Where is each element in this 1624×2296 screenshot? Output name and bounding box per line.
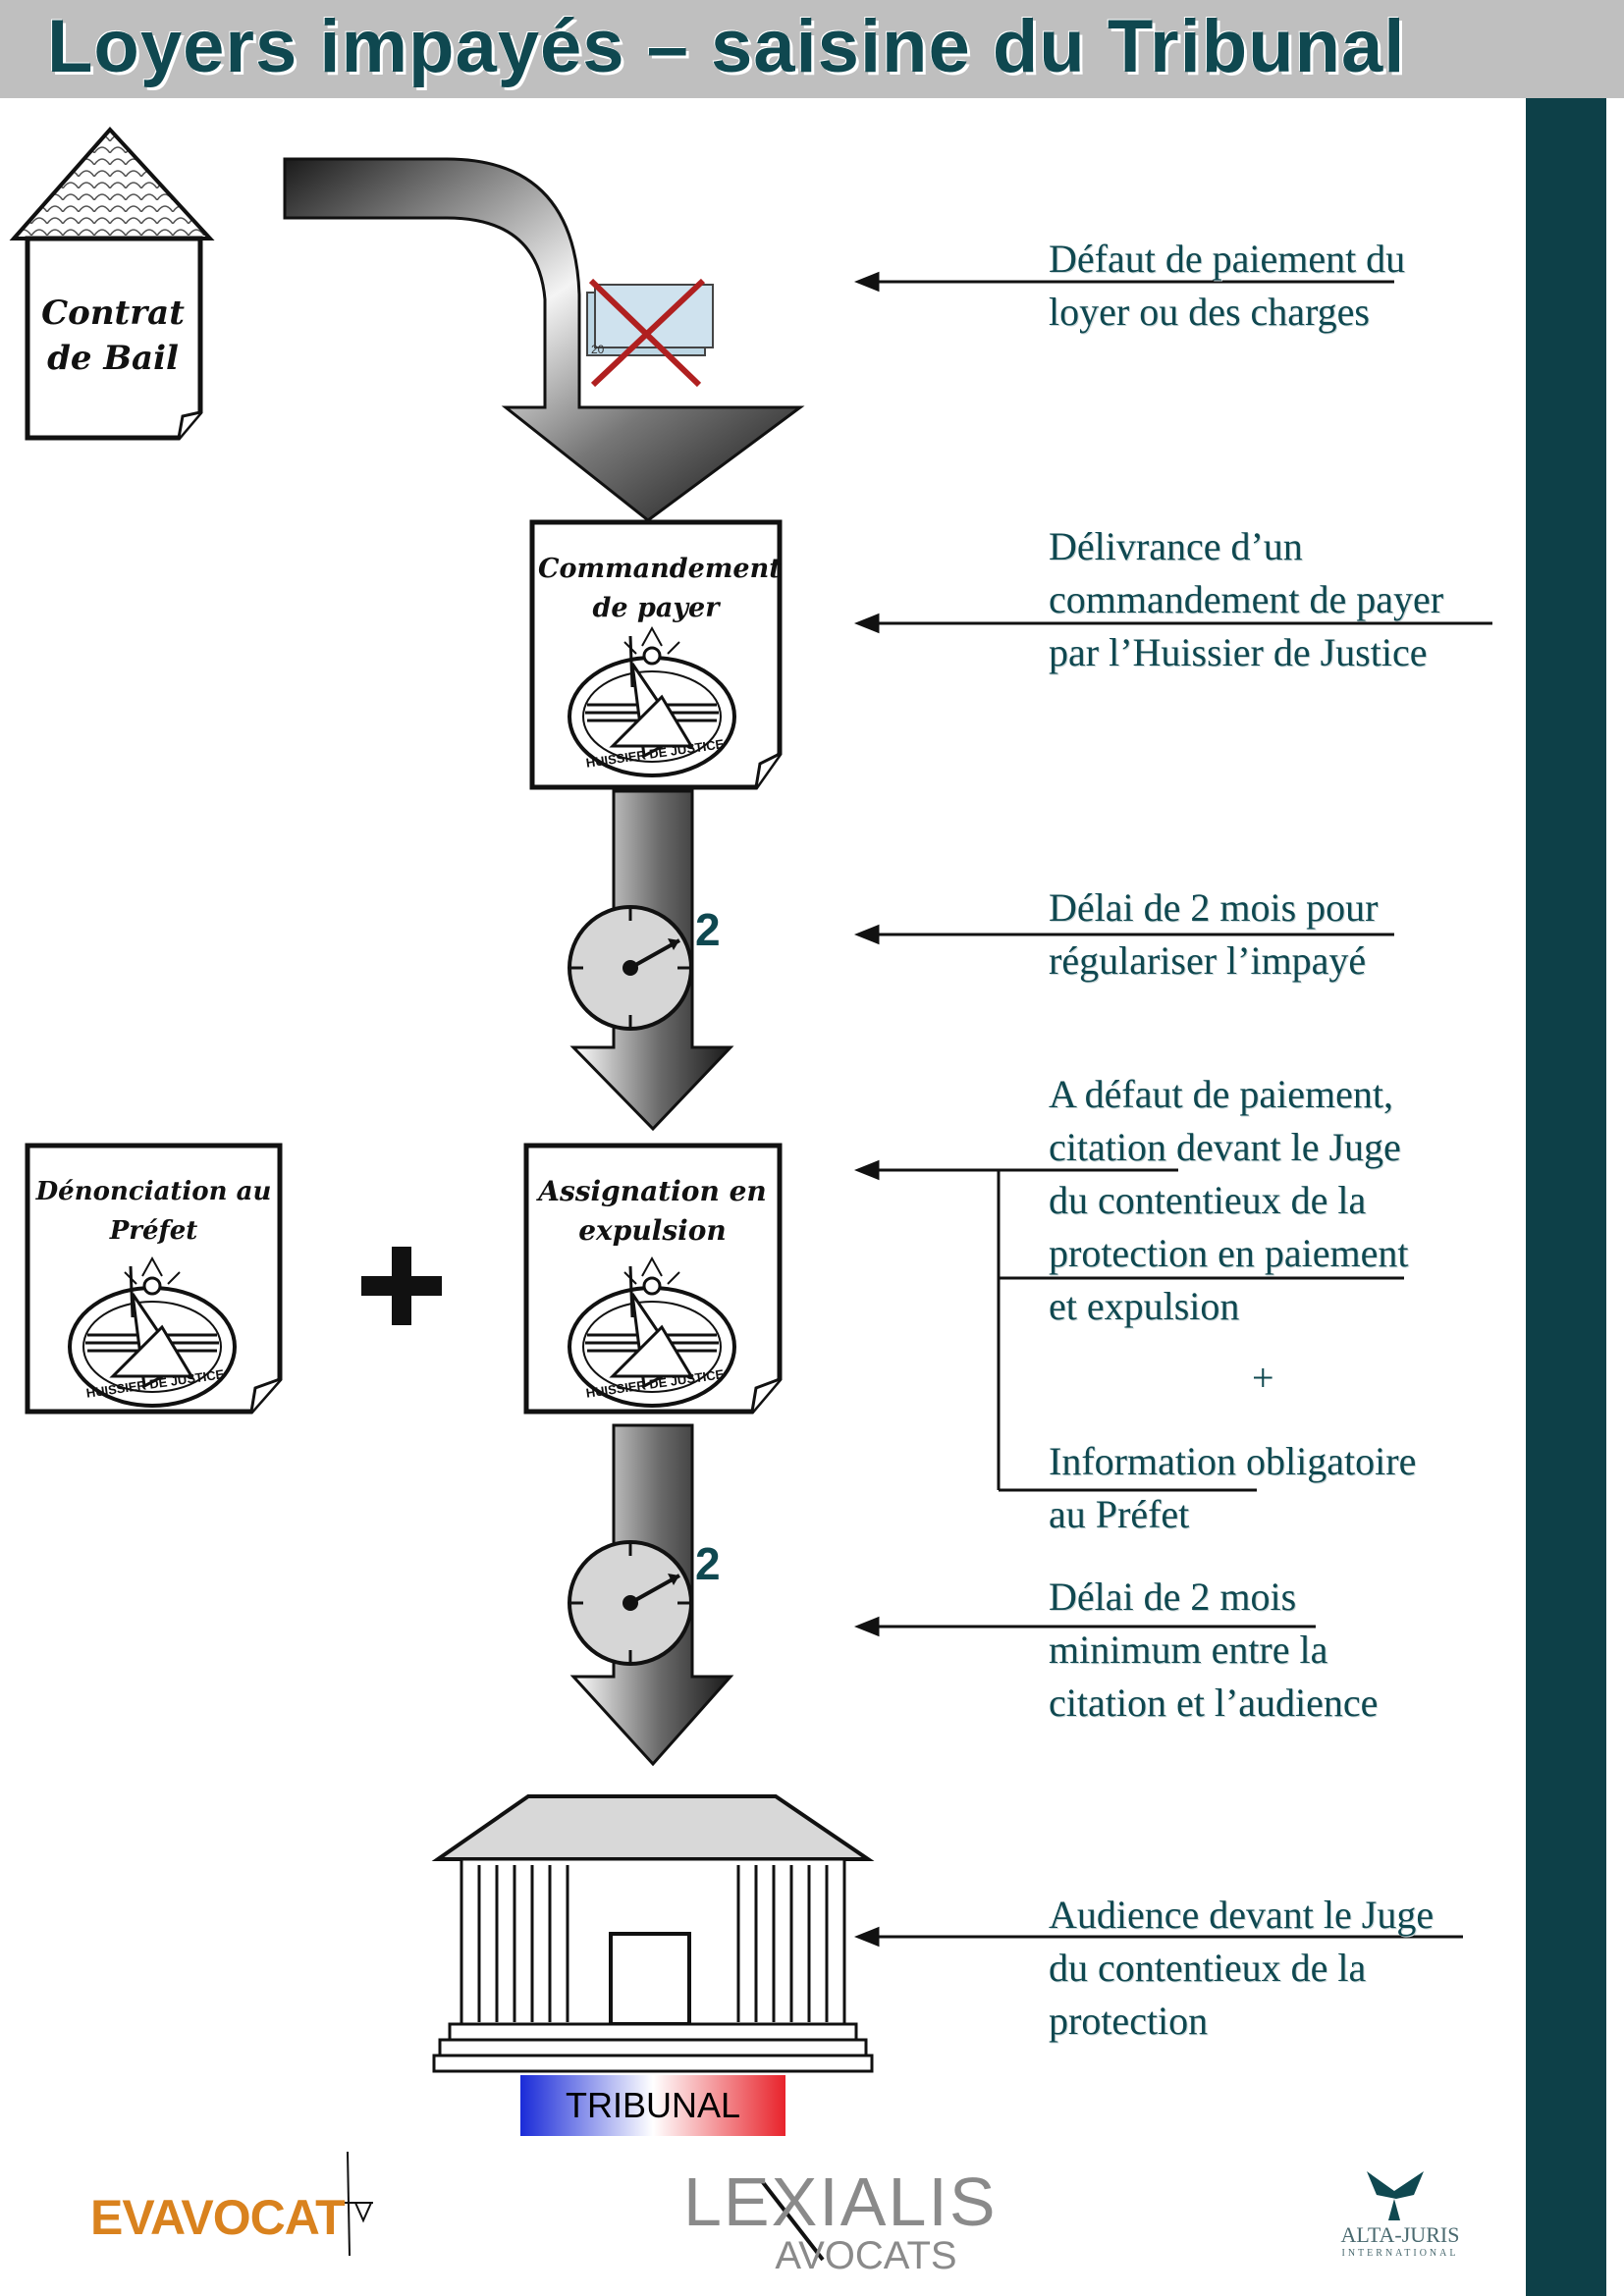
page-title: Loyers impayés – saisine du Tribunal [47, 5, 1406, 88]
timer-number-2: 2 [695, 1538, 721, 1589]
lexialis-logo: LEXIALIS AVOCATS [683, 2163, 998, 2277]
denonciation-label-line-2: Préfet [109, 1216, 198, 1246]
altajuris-logo-bottom: INTERNATIONAL [1341, 2248, 1459, 2259]
timer-icon-2 [568, 1540, 693, 1666]
commandement-label-line-1: Commandement [538, 554, 782, 584]
step-7-text: Audience devant le Juge du contentieux d… [1049, 1889, 1434, 2048]
assignation-doc [523, 1143, 783, 1415]
step-4-line-5: et expulsion [1049, 1284, 1240, 1328]
step-5-text: Information obligatoire au Préfet [1049, 1435, 1416, 1541]
step-4-text: A défaut de paiement, citation devant le… [1049, 1068, 1409, 1333]
altajuris-logo-top: ALTA-JURIS [1340, 2222, 1460, 2247]
evavocat-logo: EVAVOCAT [90, 2190, 346, 2245]
plus-icon [361, 1247, 442, 1325]
commandement-label-line-2: de payer [592, 593, 720, 623]
svg-text:20: 20 [591, 343, 605, 356]
pointer-arrows [853, 271, 1492, 1948]
step-4-line-2: citation devant le Juge [1049, 1125, 1401, 1169]
step-6-line-1: Délai de 2 mois [1049, 1575, 1297, 1619]
lexialis-logo-top: LEXIALIS [683, 2163, 998, 2240]
step-6-line-2: minimum entre la [1049, 1628, 1328, 1672]
altajuris-logo: ALTA-JURIS INTERNATIONAL [1331, 2222, 1469, 2259]
evavocat-scale-icon [324, 2151, 373, 2257]
header-band: Loyers impayés – saisine du Tribunal [0, 0, 1624, 98]
house-contract [9, 127, 215, 441]
curved-arrow [283, 157, 805, 522]
step-7-line-3: protection [1049, 1999, 1209, 2043]
denonciation-label-line-1: Dénonciation au [35, 1177, 272, 1206]
step-5-line-2: au Préfet [1049, 1492, 1190, 1536]
step-2-line-1: Délivrance d’un [1049, 524, 1303, 568]
commandement-label: Commandement de payer [538, 550, 782, 628]
step-4-line-4: protection en paiement [1049, 1231, 1409, 1275]
step-2-line-3: par l’Huissier de Justice [1049, 630, 1428, 674]
commandement-doc [529, 519, 783, 790]
assignation-label-line-2: expulsion [578, 1214, 727, 1247]
altajuris-bird-icon [1367, 2171, 1424, 2220]
step-2-text: Délivrance d’un commandement de payer pa… [1049, 520, 1443, 679]
contrat-label-line-2: de Bail [47, 339, 179, 378]
denonciation-doc [25, 1143, 283, 1415]
tribunal-label: TRIBUNAL [520, 2075, 785, 2136]
lexialis-logo-bottom: AVOCATS [775, 2234, 957, 2277]
step-3-line-1: Délai de 2 mois pour [1049, 885, 1379, 930]
step-1-line-1: Défaut de paiement du [1049, 237, 1406, 281]
step-4-line-3: du contentieux de la [1049, 1178, 1367, 1222]
lexialis-logo-mark [760, 2179, 825, 2262]
side-bar [1526, 98, 1606, 2296]
step-3-line-2: régulariser l’impayé [1049, 938, 1367, 983]
step-6-text: Délai de 2 mois minimum entre la citatio… [1049, 1571, 1378, 1730]
assignation-label-line-1: Assignation en [538, 1175, 767, 1207]
plus-text: + [1252, 1356, 1274, 1400]
timer-number-1: 2 [695, 904, 721, 955]
crossed-banknotes-icon: 20 [586, 278, 714, 388]
denonciation-label: Dénonciation au Préfet [33, 1172, 274, 1251]
step-3-text: Délai de 2 mois pour régulariser l’impay… [1049, 881, 1379, 988]
step-1-text: Défaut de paiement du loyer ou des charg… [1049, 233, 1405, 339]
step-7-line-1: Audience devant le Juge [1049, 1893, 1435, 1937]
step-2-line-2: commandement de payer [1049, 577, 1444, 621]
contrat-label-line-1: Contrat [41, 294, 185, 333]
step-6-line-3: citation et l’audience [1049, 1681, 1379, 1725]
step-4-line-1: A défaut de paiement, [1049, 1072, 1393, 1116]
step-7-line-2: du contentieux de la [1049, 1946, 1367, 1990]
step-5-line-1: Information obligatoire [1049, 1439, 1417, 1483]
step-1-line-2: loyer ou des charges [1049, 290, 1370, 334]
assignation-label: Assignation en expulsion [532, 1172, 773, 1251]
timer-icon-1 [568, 905, 693, 1031]
tribunal-building [431, 1794, 875, 2073]
contrat-label: Contrat de Bail [39, 291, 187, 381]
